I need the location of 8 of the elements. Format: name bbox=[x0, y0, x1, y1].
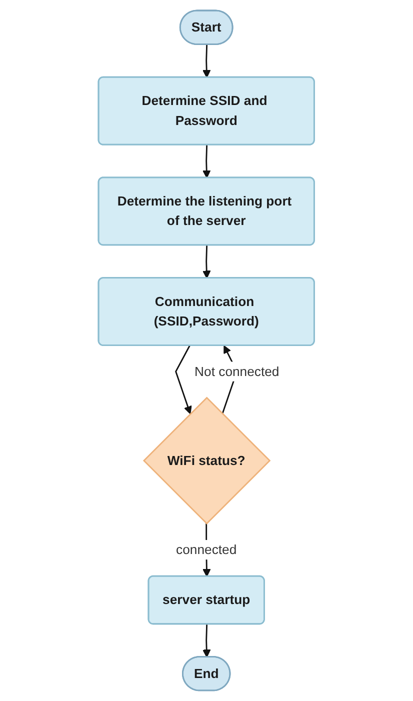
arrow bbox=[202, 44, 211, 78]
node-diamond: WiFi status? bbox=[143, 396, 271, 525]
arrow bbox=[202, 245, 211, 279]
arrow bbox=[202, 624, 211, 658]
arrow bbox=[202, 145, 211, 178]
edge-label: connected bbox=[176, 542, 237, 557]
edge-label: Not connected bbox=[194, 364, 280, 379]
arrow bbox=[175, 345, 192, 414]
